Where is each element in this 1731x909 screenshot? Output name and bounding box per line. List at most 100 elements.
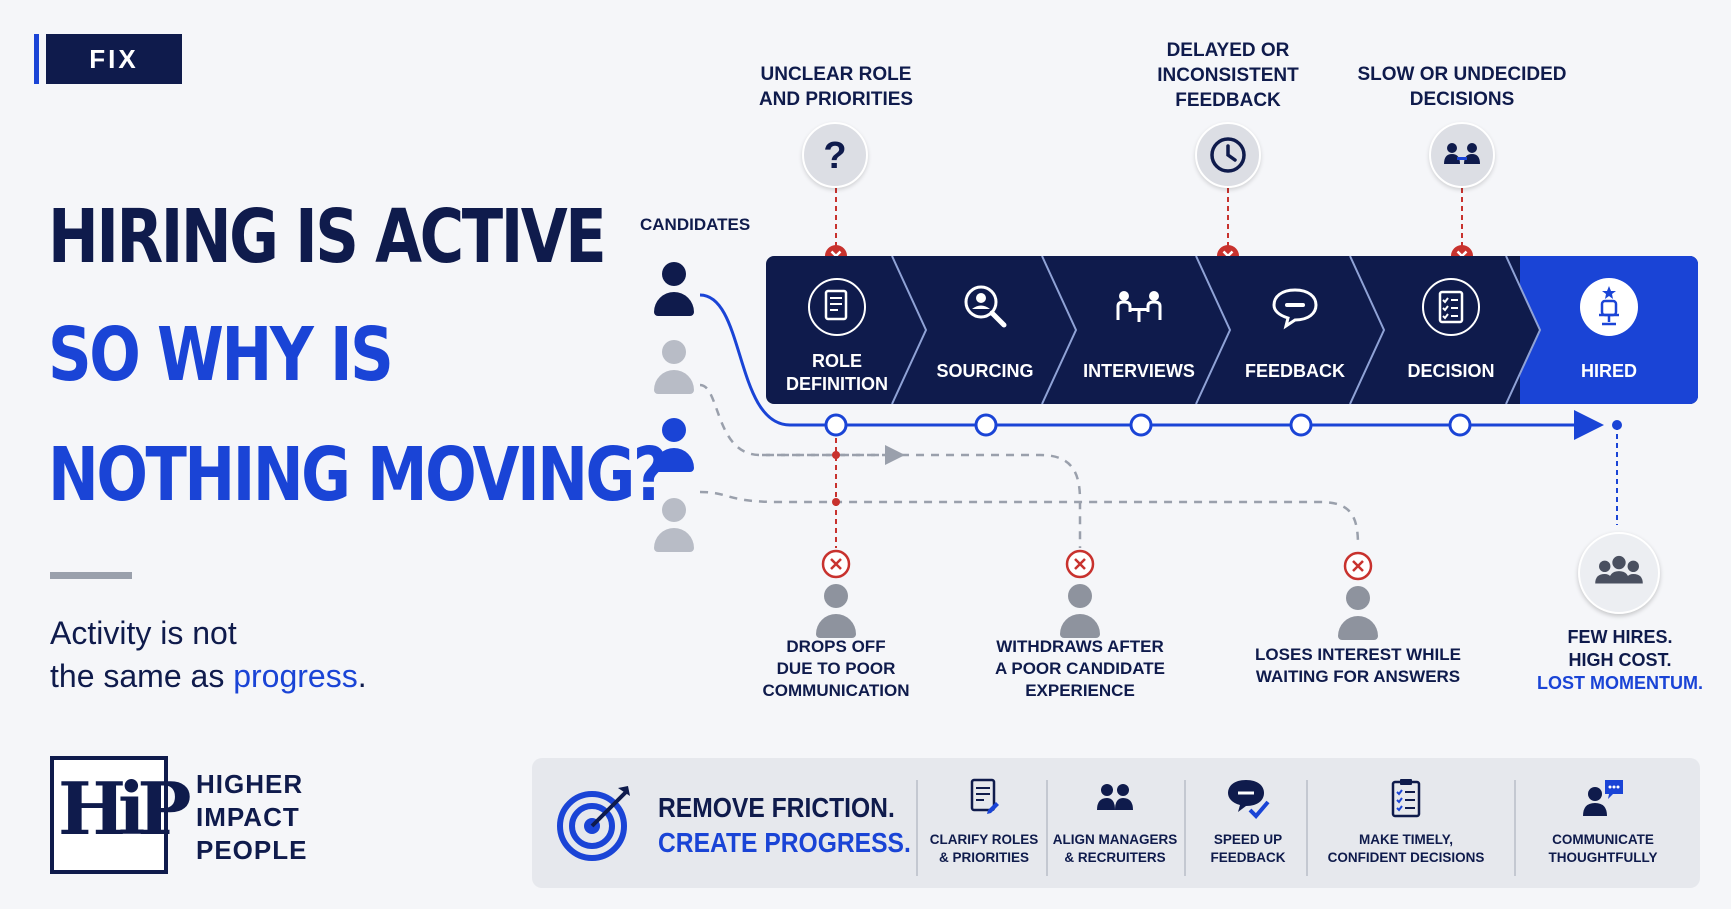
stage-chevrons [891,256,1542,404]
fix-item-2-line-2: & RECRUITERS [1064,850,1166,865]
dropoff-2-line-1: WITHDRAWS AFTER [996,637,1164,656]
fix-item-1-line-2: & PRIORITIES [938,850,1029,865]
speech-bubble-icon [1264,276,1326,338]
clipboard-icon [1391,779,1421,818]
dropped-candidate-icon-2 [1058,584,1102,640]
outcome-label: FEW HIRES. HIGH COST. LOST MOMENTUM. [1520,626,1720,695]
drop-marker-1 [821,549,851,579]
target-icon [557,786,630,861]
fix-item-3-line-1: SPEED UP [1213,832,1283,847]
dropped-candidate-icon-3 [1336,586,1380,642]
headline-divider [50,572,132,579]
stage-node-4 [1289,413,1313,437]
issue-2-line-2: INCONSISTENT [1157,65,1299,86]
logo-wordmark: HIGHER IMPACT PEOPLE [196,768,307,867]
subtitle-line-2: the same as progress. [50,658,367,695]
headline-line-3: NOTHING MOVING? [48,432,668,518]
main-path-line [699,293,1604,440]
candidate-icon-faded [652,498,696,554]
outcome-line-2: HIGH COST. [1568,650,1672,670]
banner-title-line-1: REMOVE FRICTION. [658,792,895,823]
fix-item-3-line-2: FEEDBACK [1210,850,1286,865]
drop-marker-2 [1065,549,1095,579]
fix-item-4-line-2: CONFIDENT DECISIONS [1327,850,1485,865]
stage-node-3 [1129,413,1153,437]
subtitle-accent: progress [233,658,358,694]
meeting-icon [1429,122,1495,188]
issue-3-line-2: DECISIONS [1409,89,1515,110]
outcome-line-1: FEW HIRES. [1567,627,1673,647]
dropoff-1-line-3: COMMUNICATION [762,681,910,700]
stage-label-feedback: FEEDBACK [1244,361,1345,381]
dropoff-2-line-3: EXPERIENCE [1025,681,1135,700]
fix-item-clarify-roles: CLARIFY ROLES & PRIORITIES [924,776,1044,876]
banner-divider [1046,780,1048,876]
logo-box [50,756,168,874]
magnifier-person-icon [954,276,1016,338]
fix-tag: FIX [46,34,182,84]
fix-item-5-line-1: COMMUNICATE [1552,832,1654,847]
fix-item-timely-decisions: MAKE TIMELY, CONFIDENT DECISIONS [1312,776,1500,876]
dropped-candidate-icon-1 [814,584,858,640]
stage-label-sourcing: SOURCING [936,361,1034,381]
logo-word-1: HIGHER [196,769,304,799]
people-icon [1097,784,1133,810]
fix-item-1-line-1: CLARIFY ROLES [929,832,1039,847]
stage-label-decision: DECISION [1407,361,1495,381]
document-icon [806,276,868,338]
subtitle-suffix: . [357,658,367,694]
candidate-icon-active [652,262,696,318]
dropoff-1-line-1: DROPS OFF [786,637,886,656]
issue-2-line-3: FEEDBACK [1175,90,1281,111]
checklist-icon [1420,276,1482,338]
stage-label-role-definition: ROLE DEFINITION [786,351,888,394]
drop-node-1 [832,451,840,459]
issue-3-line-1: SLOW OR UNDECIDED [1357,64,1567,85]
banner-divider [1514,780,1516,876]
banner-title: REMOVE FRICTION. CREATE PROGRESS. [658,790,911,860]
dropoff-3-line-2: WAITING FOR ANSWERS [1255,667,1461,686]
drop-node-2 [832,498,840,506]
drop-marker-3 [1343,551,1373,581]
subtitle-prefix: the same as [50,658,234,694]
fix-item-align-managers: ALIGN MANAGERS & RECRUITERS [1052,776,1178,876]
fix-item-2-line-1: ALIGN MANAGERS [1052,832,1178,847]
dropout-path-2 [699,490,1360,546]
dropoff-3-line-1: LOSES INTEREST WHILE [1255,645,1461,664]
chat-check-icon [1228,780,1270,819]
stage-node-2 [974,413,998,437]
hired-node [1612,420,1622,430]
issue-1-line-2: AND PRIORITIES [758,89,914,110]
question-icon: ? [802,122,868,188]
banner-divider [1184,780,1186,876]
issue-label-3: SLOW OR UNDECIDED DECISIONS [1342,62,1582,112]
candidate-icon-blue [652,418,696,474]
banner-divider [916,780,918,876]
stage-label-hired: HIRED [1580,361,1637,381]
logo-word-2: IMPACT [196,802,300,832]
chair-star-icon [1578,276,1640,338]
dropout-path-1 [699,383,1082,548]
dropoff-label-2: WITHDRAWS AFTER A POOR CANDIDATE EXPERIE… [970,636,1190,702]
stage-label-interviews: INTERVIEWS [1083,361,1195,381]
issue-2-line-1: DELAYED OR [1166,40,1290,61]
issue-label-2: DELAYED OR INCONSISTENT FEEDBACK [1108,38,1348,113]
dropoff-label-3: LOSES INTEREST WHILE WAITING FOR ANSWERS [1238,644,1478,688]
fix-item-communicate: COMMUNICATE THOUGHTFULLY [1520,776,1686,876]
outcome-line-3: LOST MOMENTUM. [1537,673,1703,693]
svg-text:?: ? [823,135,846,177]
candidates-label: CANDIDATES [640,215,751,234]
banner-title-line-2: CREATE PROGRESS. [658,827,911,858]
issue-label-1: UNCLEAR ROLE AND PRIORITIES [716,62,956,112]
clock-icon [1195,122,1261,188]
headline-line-2: SO WHY IS [48,312,394,398]
banner-divider [1306,780,1308,876]
interview-table-icon [1108,276,1170,338]
fix-item-4-line-1: MAKE TIMELY, [1358,832,1453,847]
fix-item-speed-up-feedback: SPEED UP FEEDBACK [1190,776,1306,876]
issue-1-line-1: UNCLEAR ROLE [760,64,912,85]
stage-node-5 [1448,413,1472,437]
hiring-pipeline: ROLE DEFINITION SOURCING INTERVIEWS FEED… [766,256,1698,404]
logo-word-3: PEOPLE [196,835,308,865]
